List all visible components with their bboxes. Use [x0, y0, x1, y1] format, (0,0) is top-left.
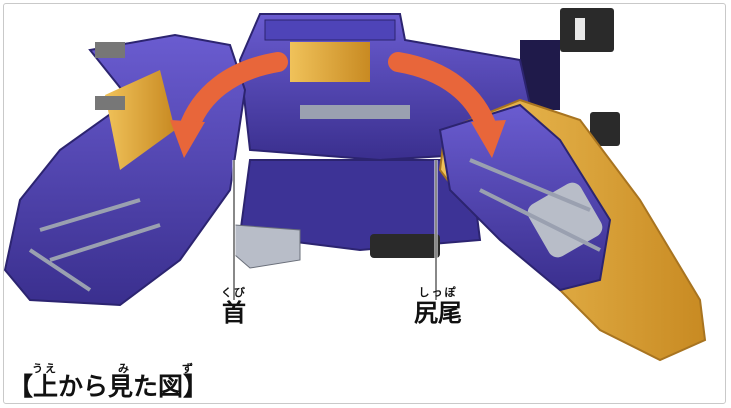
neck-callout: くび 首 — [211, 286, 257, 328]
view-caption: うえ み ず 【上から見た図】 — [8, 360, 238, 402]
neck-label: 首 — [222, 299, 246, 327]
tail-ruby: しっぽ — [418, 286, 458, 299]
caption-text: 【上から見た図】 — [8, 372, 209, 401]
caption-ruby-ue: うえ — [32, 362, 58, 375]
tail-callout: しっぽ 尻尾 — [408, 286, 468, 328]
tail-label: 尻尾 — [414, 299, 462, 327]
panel-border — [3, 3, 726, 404]
caption-ruby-mi: み — [118, 362, 131, 375]
caption-ruby-row: うえ み ず — [8, 360, 238, 375]
neck-ruby: くび — [221, 286, 247, 299]
caption-ruby-zu: ず — [182, 362, 195, 375]
